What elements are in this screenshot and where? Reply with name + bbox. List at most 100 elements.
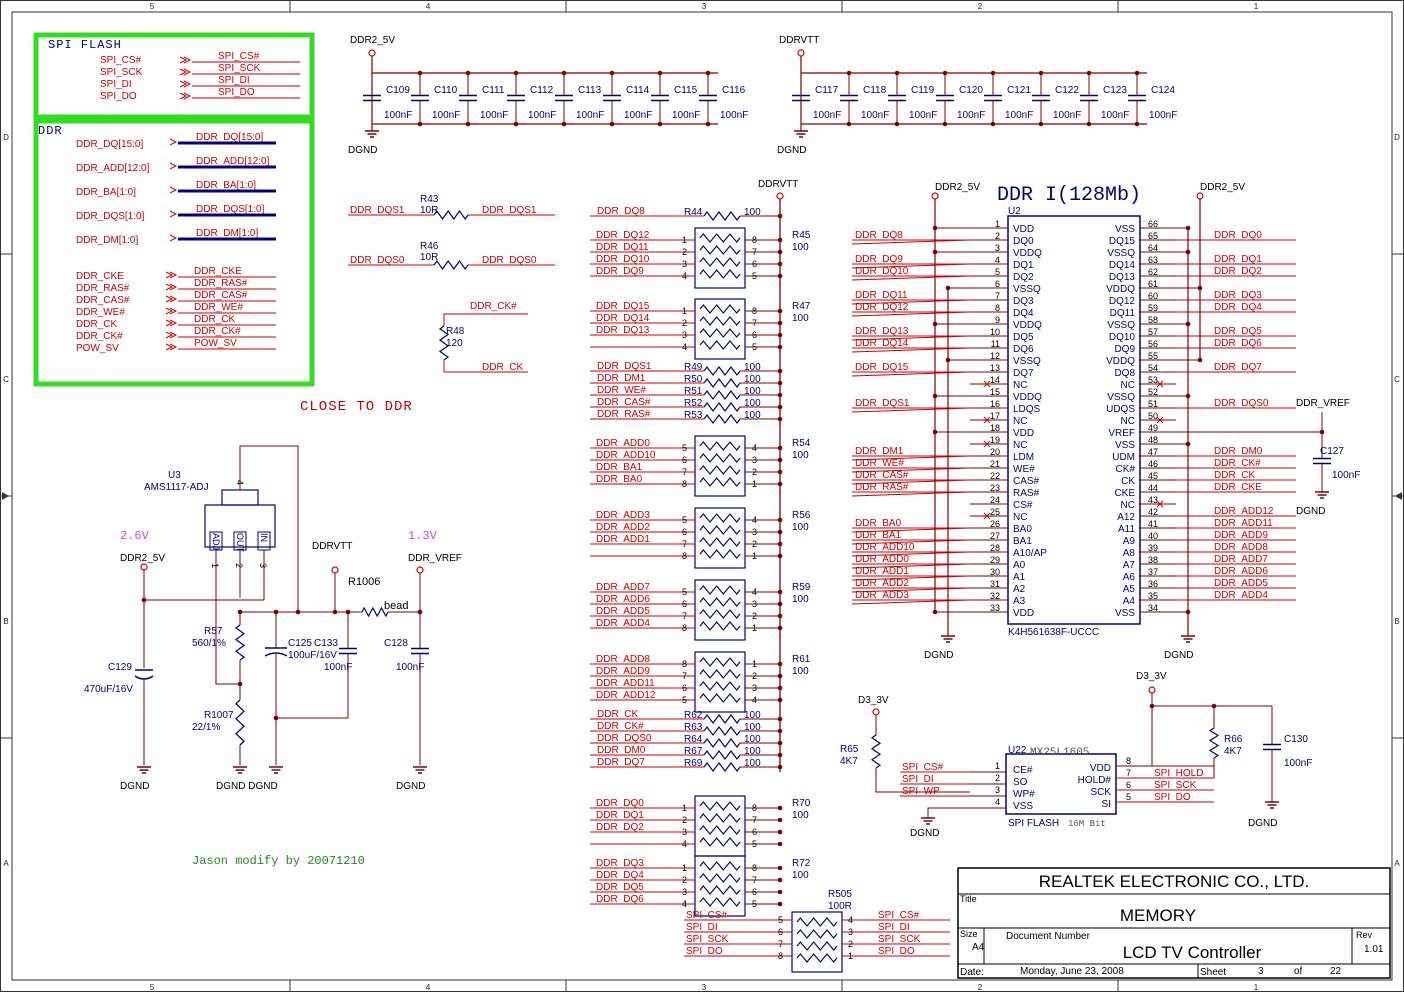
junction-dot	[777, 529, 783, 535]
power-rail-label: DDR2_5V	[350, 35, 395, 46]
date-value: Monday, June 23, 2008	[1020, 966, 1124, 977]
net-wire	[851, 275, 971, 281]
junction-dot	[705, 70, 711, 76]
resistor-pack-element-icon	[699, 609, 741, 619]
cap-value: 100nF	[528, 110, 556, 121]
net-label: DDR_RAS#	[597, 409, 651, 420]
title-block-label: Rev	[1356, 930, 1373, 940]
spi-flash-box	[33, 32, 315, 120]
pin-number: 11	[991, 339, 1000, 349]
pin-number: 42	[1148, 507, 1158, 517]
net-label: DDR_DQ15	[855, 362, 909, 373]
pin-number: 49	[1148, 423, 1158, 433]
junction-dot	[777, 392, 783, 398]
pin-name: DQ12	[1109, 296, 1136, 307]
port-arrow-icon	[169, 319, 178, 327]
net-label: DDR_ADD1	[855, 566, 909, 577]
pin-number: 27	[990, 531, 1000, 541]
ddr-ctl-port-label: POW_SV	[76, 343, 119, 354]
cap-ref: C124	[1151, 85, 1175, 96]
pin-name: DQ6	[1013, 344, 1034, 355]
row-marker: B	[3, 617, 8, 626]
pin-number: 21	[990, 459, 1000, 469]
pin-name: BA1	[1013, 536, 1032, 547]
pin-name: LDQS	[1013, 404, 1041, 415]
net-wire	[851, 311, 971, 317]
pin-number: 10	[990, 327, 1000, 337]
net-label: DDR_CAS#	[597, 397, 651, 408]
pin-number: 1	[682, 803, 687, 813]
net-label: DDR_DQS1	[350, 205, 405, 216]
pin-name: RAS#	[1013, 488, 1040, 499]
resistor-pack-element-icon	[699, 549, 741, 559]
junction-dot	[777, 261, 783, 267]
pin-name: DQ2	[1013, 272, 1034, 283]
spi-net-label: SPI_DO	[218, 87, 255, 98]
ddr-ctl-net-label: DDR_CAS#	[194, 290, 248, 301]
regulator-pin-label: OUT	[235, 533, 245, 553]
port-arrow-icon	[169, 234, 178, 242]
wire	[443, 313, 528, 326]
pin-name: VDD	[1013, 428, 1034, 439]
junction-dot	[237, 681, 243, 687]
ddr-ctl-net-label: POW_SV	[194, 338, 237, 349]
junction-dot	[777, 249, 783, 255]
net-wire	[851, 551, 971, 557]
ground-label: DGND	[348, 145, 377, 156]
net-label: DDR_ADD7	[596, 582, 650, 593]
pin-name: VDDQ	[1106, 284, 1135, 295]
junction-dot	[345, 609, 351, 615]
pin-number: 20	[990, 447, 1000, 457]
cap-value: 100nF	[396, 662, 424, 673]
cap-ref: C110	[434, 85, 458, 96]
chip-part: K4H561638F-UCCC	[1008, 627, 1099, 638]
junction-dot	[561, 70, 567, 76]
column-marker: 2	[978, 2, 983, 11]
ground-label: DGND	[910, 828, 939, 839]
port-arrow-icon	[169, 138, 178, 146]
net-label: DDR_ADD10	[855, 542, 915, 553]
junction-dot	[141, 597, 147, 603]
ground-label: DGND	[396, 781, 425, 792]
pin-name: VSSQ	[1013, 284, 1041, 295]
pin-number: 48	[1148, 435, 1158, 445]
wire	[239, 445, 299, 612]
res-value: 100	[744, 734, 761, 745]
junction-dot	[777, 273, 783, 279]
document-number: LCD TV Controller	[1123, 943, 1262, 962]
net-label: DDR_ADD11	[1214, 518, 1273, 529]
junction-dot	[777, 320, 783, 326]
port-arrow-icon	[169, 271, 178, 279]
junction-dot	[273, 609, 279, 615]
net-label: DDR_DQ6	[1214, 338, 1262, 349]
net-label: DDR_BA0	[596, 474, 643, 485]
column-marker: 3	[702, 983, 707, 992]
chip-part: AMS1117-ADJ	[144, 482, 209, 493]
pin-number: 3	[995, 243, 1000, 253]
ground-label: DGND	[1296, 506, 1325, 517]
port-arrow-icon	[165, 307, 174, 315]
pin-name: DQ14	[1109, 260, 1136, 271]
pin-name: VSSQ	[1107, 248, 1135, 259]
title-block-label: Date:	[960, 967, 984, 978]
port-arrow-icon	[183, 68, 192, 76]
res-value: 120	[446, 338, 463, 349]
pack-ref: R72	[792, 858, 811, 869]
net-label: DDR_ADD2	[596, 522, 650, 533]
net-label: DDR_DQ4	[596, 870, 644, 881]
pin-number: 3	[682, 827, 687, 837]
net-label: DDR_RAS#	[855, 482, 909, 493]
pin-number: 47	[1148, 447, 1158, 457]
net-label: DDR_ADD9	[596, 666, 650, 677]
cap-value: 100nF	[1101, 110, 1129, 121]
pin-number: 6	[682, 599, 687, 609]
ground-label: DGND	[777, 145, 806, 156]
net-label: DDR_ADD4	[1214, 590, 1268, 601]
ddr-bus-net-label: DDR_DQS[1:0]	[196, 204, 265, 215]
resistor-icon	[870, 734, 882, 769]
pin-name: A10/AP	[1013, 548, 1047, 559]
junction-dot	[1185, 225, 1191, 231]
ddr-ctl-port-label: DDR_CAS#	[76, 295, 130, 306]
net-label: DDR_DQ13	[855, 326, 909, 337]
resistor-pack-element-icon	[699, 465, 741, 475]
